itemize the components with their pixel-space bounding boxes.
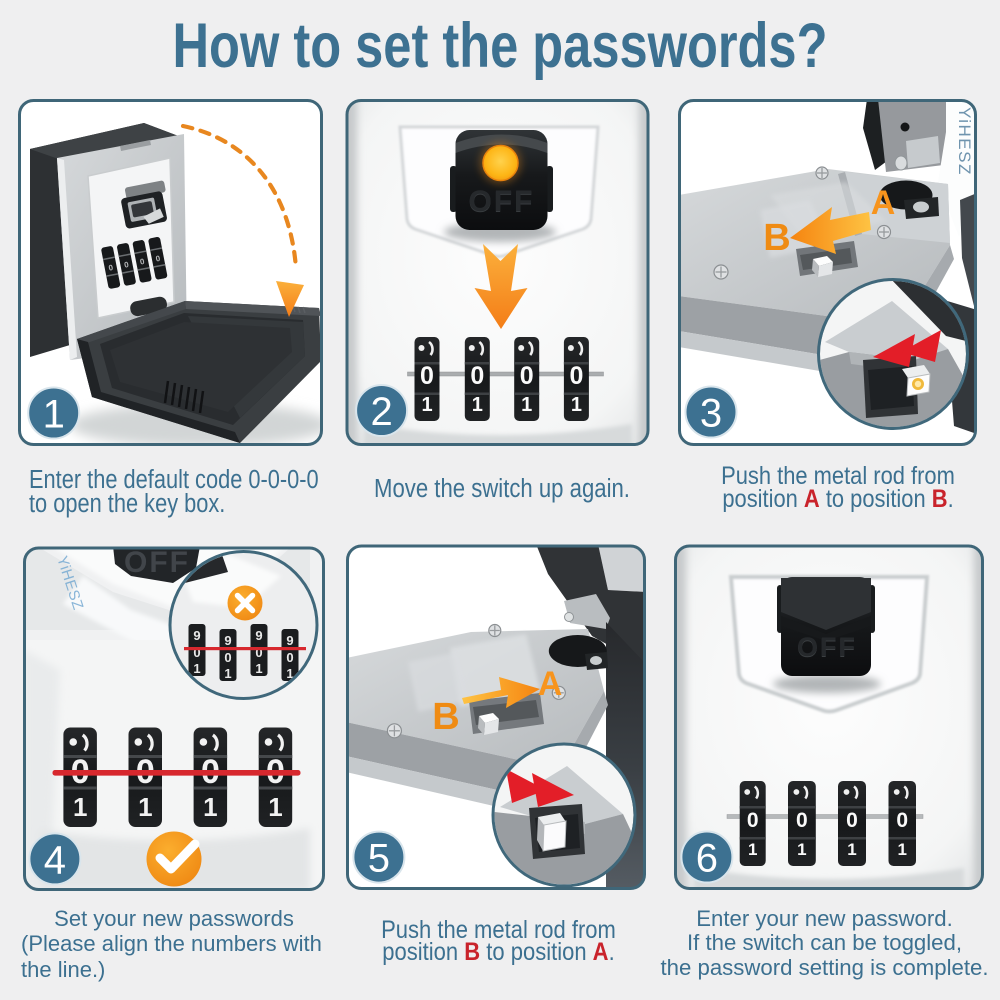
svg-text:9: 9 xyxy=(193,628,200,643)
svg-text:9: 9 xyxy=(224,633,231,648)
svg-text:OFF: OFF xyxy=(469,186,535,219)
svg-text:3: 3 xyxy=(700,392,722,436)
svg-text:0: 0 xyxy=(796,809,808,832)
svg-text:0: 0 xyxy=(896,809,908,832)
svg-text:0: 0 xyxy=(108,263,115,273)
svg-text:1: 1 xyxy=(797,840,806,859)
svg-text:OFF: OFF xyxy=(124,546,190,579)
svg-text:B: B xyxy=(432,696,459,738)
svg-text:OFF: OFF xyxy=(797,632,857,662)
svg-text:1: 1 xyxy=(193,661,200,676)
svg-text:6: 6 xyxy=(696,837,718,881)
svg-text:YiHESZ: YiHESZ xyxy=(955,107,974,176)
svg-text:A: A xyxy=(538,665,563,703)
svg-text:0: 0 xyxy=(520,362,534,390)
svg-text:OFF: OFF xyxy=(797,633,857,663)
svg-text:OFF: OFF xyxy=(469,185,535,218)
svg-text:0: 0 xyxy=(846,809,858,832)
svg-text:0: 0 xyxy=(286,650,293,665)
svg-text:1: 1 xyxy=(571,394,582,416)
svg-text:0: 0 xyxy=(747,809,759,832)
svg-text:1: 1 xyxy=(897,840,906,859)
svg-text:1: 1 xyxy=(421,394,432,416)
svg-text:1: 1 xyxy=(73,792,87,822)
svg-text:0: 0 xyxy=(139,257,146,267)
svg-text:0: 0 xyxy=(470,362,484,390)
svg-text:4: 4 xyxy=(44,838,66,882)
svg-text:0: 0 xyxy=(255,645,262,660)
svg-text:1: 1 xyxy=(472,394,483,416)
svg-text:A: A xyxy=(871,184,896,222)
svg-text:9: 9 xyxy=(286,633,293,648)
svg-text:1: 1 xyxy=(521,394,532,416)
svg-text:0: 0 xyxy=(155,254,162,264)
svg-text:0: 0 xyxy=(123,260,130,270)
svg-text:2: 2 xyxy=(370,390,392,434)
svg-text:0: 0 xyxy=(193,645,200,660)
svg-text:1: 1 xyxy=(224,666,231,681)
svg-text:9: 9 xyxy=(255,628,262,643)
svg-text:B: B xyxy=(763,217,790,259)
svg-text:1: 1 xyxy=(748,840,757,859)
svg-text:0: 0 xyxy=(569,362,583,390)
svg-text:1: 1 xyxy=(203,792,217,822)
svg-text:1: 1 xyxy=(138,792,152,822)
svg-text:1: 1 xyxy=(255,661,262,676)
svg-text:5: 5 xyxy=(368,837,390,881)
svg-text:0: 0 xyxy=(420,362,434,390)
svg-text:1: 1 xyxy=(847,840,856,859)
svg-text:0: 0 xyxy=(224,650,231,665)
svg-text:1: 1 xyxy=(268,792,282,822)
svg-text:1: 1 xyxy=(286,666,293,681)
svg-text:1: 1 xyxy=(43,393,65,437)
